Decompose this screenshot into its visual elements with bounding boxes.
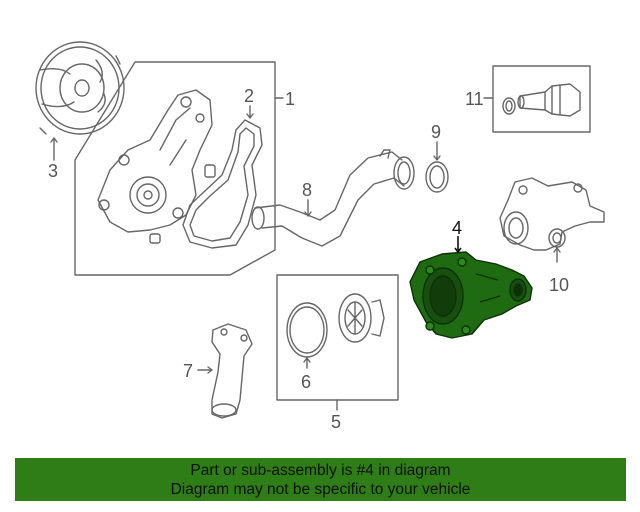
banner-line-2: Diagram may not be specific to your vehi… <box>170 481 471 498</box>
sensor-part <box>502 83 581 117</box>
thermostat-part <box>338 293 385 343</box>
thermostat-cover-part <box>499 177 605 263</box>
label-1: 1 <box>285 89 295 109</box>
leader-2 <box>246 105 254 119</box>
part-info-banner: Part or sub-assembly is #4 in diagram Di… <box>15 458 626 501</box>
water-outlet-part <box>197 323 253 419</box>
label-8: 8 <box>302 180 312 200</box>
banner-line-1: Part or sub-assembly is #4 in diagram <box>190 462 451 479</box>
thermostat-gasket-part <box>286 302 328 369</box>
water-pump-part <box>97 89 216 244</box>
thermostat-housing-part-highlight <box>409 251 533 339</box>
label-10: 10 <box>549 275 569 295</box>
pump-gasket-part <box>182 119 263 249</box>
label-11: 11 <box>465 89 484 109</box>
leader-3 <box>50 137 58 161</box>
coolant-hose-part <box>251 149 415 247</box>
label-5: 5 <box>331 412 341 432</box>
label-7: 7 <box>183 361 193 381</box>
group-5-frame <box>276 274 399 401</box>
label-3: 3 <box>48 161 58 181</box>
group-1-frame <box>74 61 276 276</box>
group-11-frame <box>492 65 591 133</box>
parts-diagram: 1 2 3 4 5 6 7 8 9 10 11 <box>35 41 605 432</box>
label-6: 6 <box>301 372 311 392</box>
o-ring-part <box>425 141 449 193</box>
label-9: 9 <box>431 122 441 142</box>
label-4: 4 <box>452 218 462 238</box>
pulley-plate-part <box>35 41 125 135</box>
label-2: 2 <box>244 86 254 106</box>
